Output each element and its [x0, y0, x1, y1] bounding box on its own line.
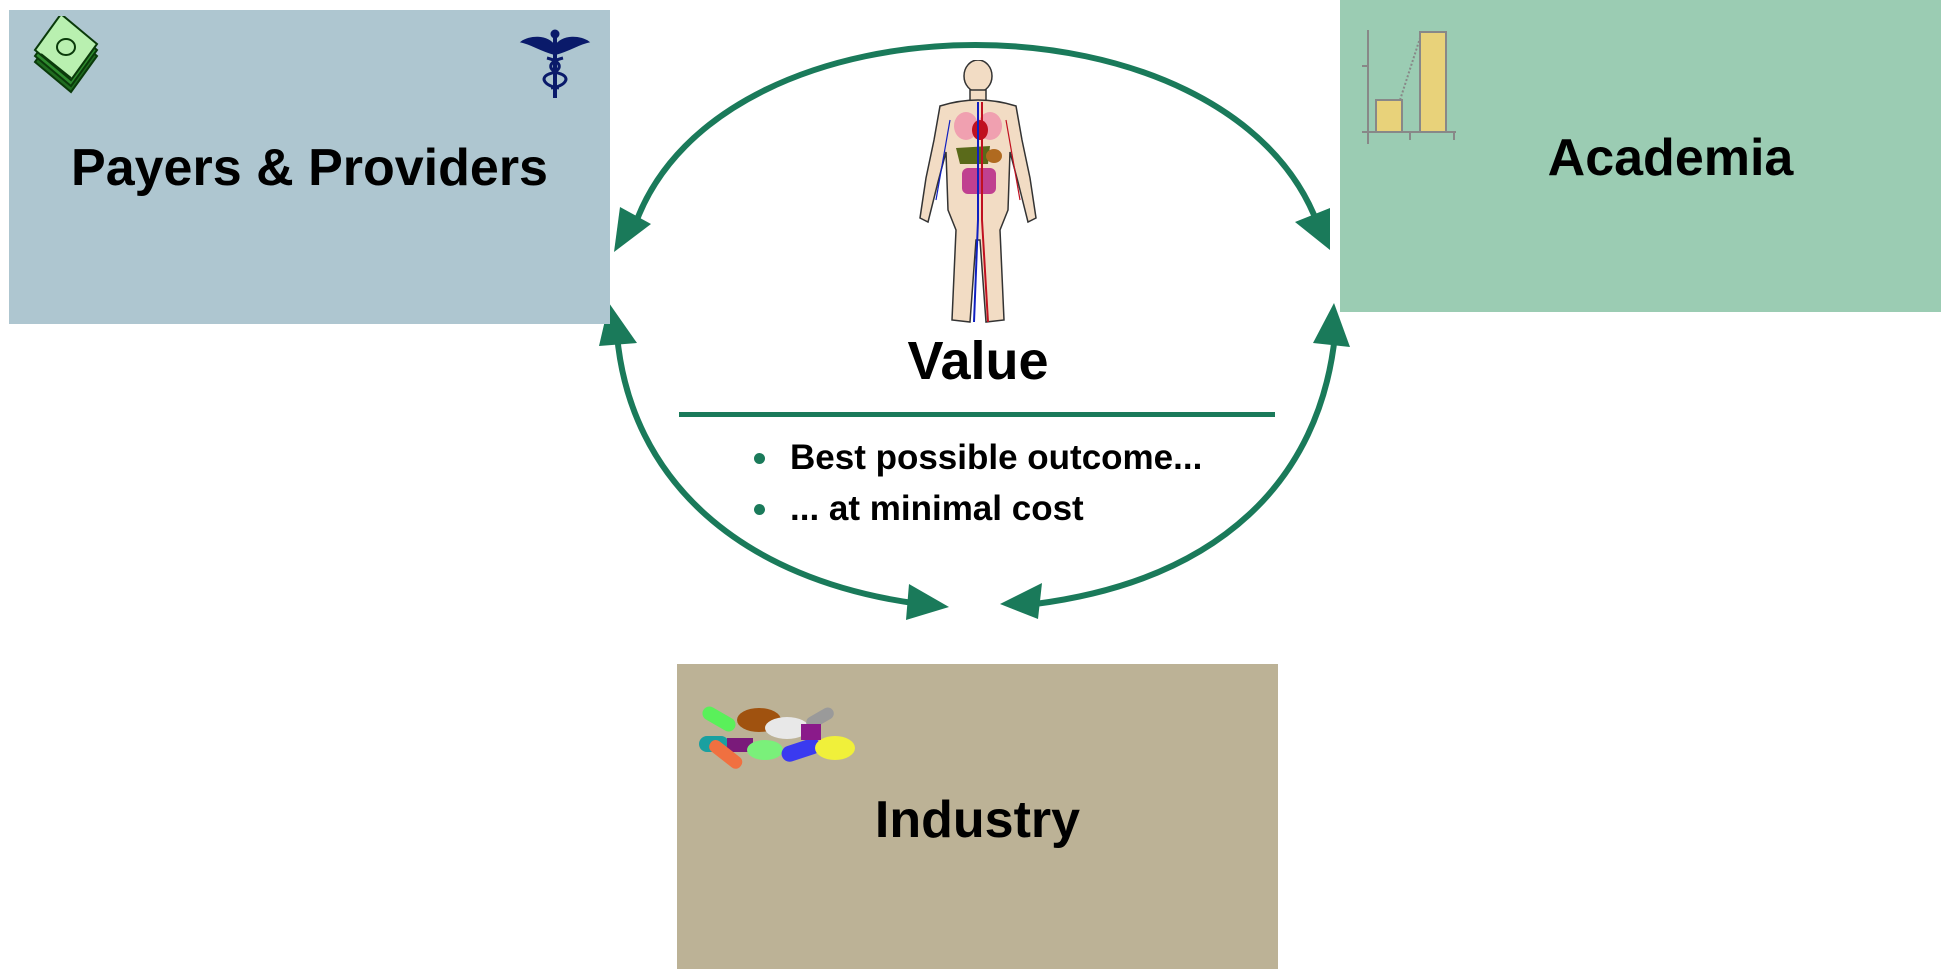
- value-divider: [679, 412, 1275, 417]
- bullet-dot: [754, 453, 765, 464]
- human-body-icon: [919, 60, 1037, 323]
- value-bullet: ... at minimal cost: [752, 483, 1202, 534]
- value-bullet-text: ... at minimal cost: [790, 489, 1084, 528]
- arrowhead-left-down: [906, 584, 949, 620]
- arrowhead-top-left: [614, 207, 651, 252]
- node-academia: Academia: [1340, 0, 1941, 312]
- pills-icon: [699, 706, 855, 769]
- value-bullet: Best possible outcome...: [752, 432, 1202, 483]
- money-stack-icon: [33, 16, 99, 94]
- industry-title: Industry: [874, 791, 1081, 849]
- bullet-dot: [754, 504, 765, 515]
- node-payers-providers: Payers & Providers: [9, 10, 610, 324]
- caduceus-icon: [519, 29, 591, 98]
- value-title: Value: [907, 331, 1049, 391]
- arrow-right: [1034, 334, 1338, 607]
- arrowhead-right-down: [1000, 583, 1042, 619]
- node-industry: Industry: [677, 664, 1278, 969]
- value-bullet-list: Best possible outcome... ... at minimal …: [752, 432, 1202, 534]
- arrow-top: [632, 42, 1321, 227]
- value-bullet-text: Best possible outcome...: [790, 438, 1203, 477]
- bar-chart-icon: [1362, 30, 1456, 144]
- payers-providers-title: Payers & Providers: [71, 139, 548, 197]
- arrow-left: [614, 334, 921, 607]
- arrowhead-right-up: [1313, 303, 1350, 347]
- academia-title: Academia: [1547, 129, 1794, 187]
- arrowhead-top-right: [1295, 208, 1330, 250]
